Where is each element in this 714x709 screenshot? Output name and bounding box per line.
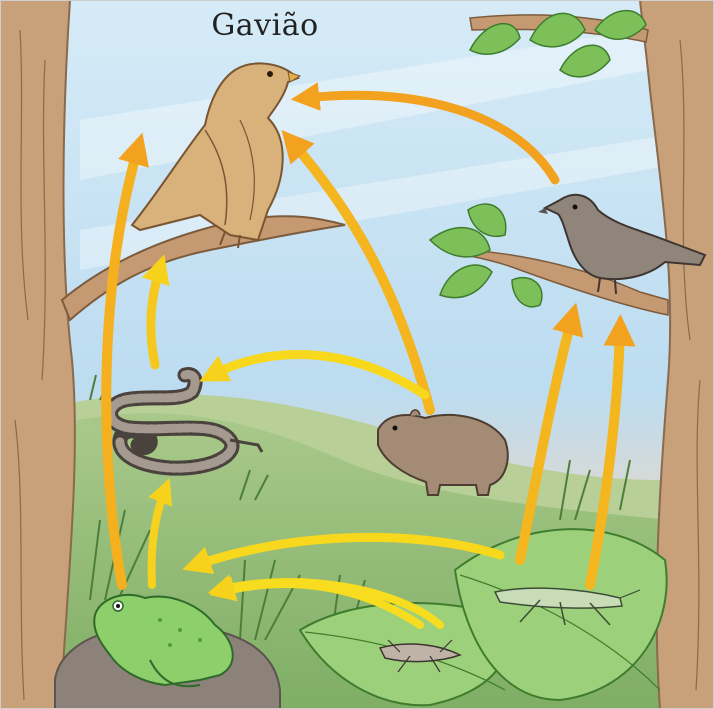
left-tree-trunk [0,0,75,709]
hawk-label: Gavião [200,8,330,43]
